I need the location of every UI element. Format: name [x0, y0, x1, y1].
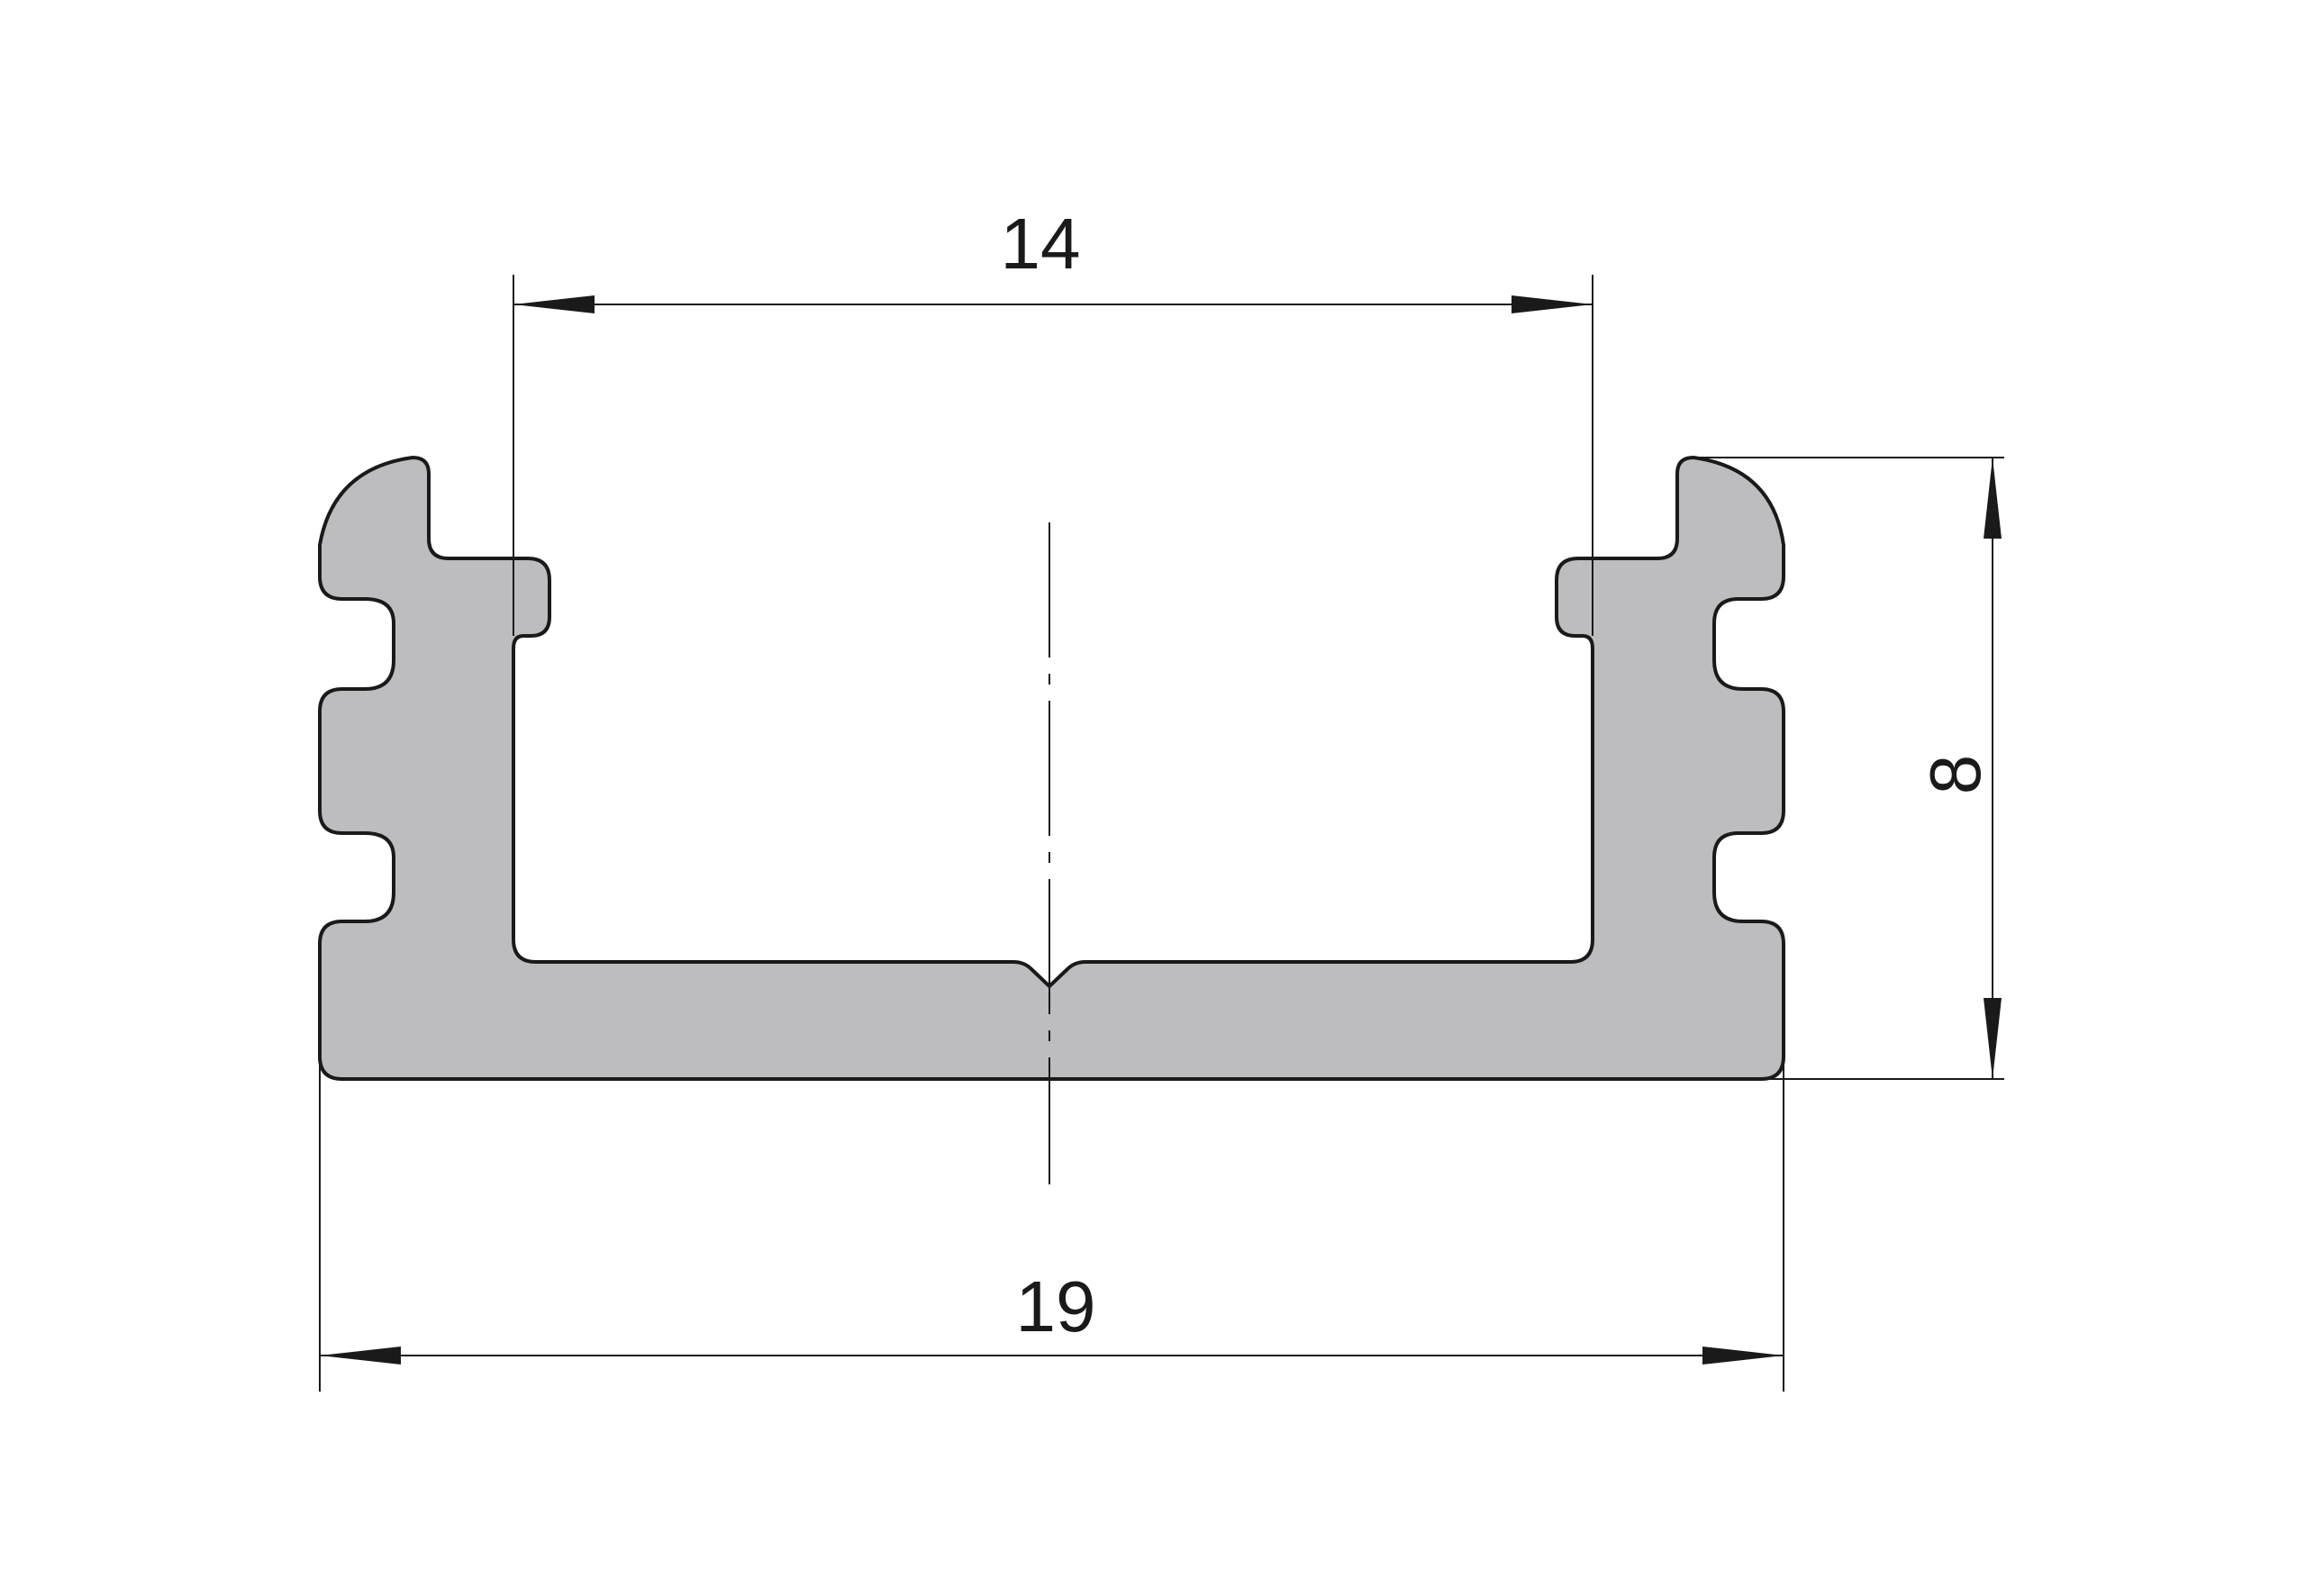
profile-cross-section — [318, 456, 1785, 1081]
dimension-label-inner-width: 14 — [1001, 204, 1081, 284]
dimension-label-outer-width: 19 — [1016, 1266, 1096, 1347]
dimension-label-height: 8 — [1915, 755, 1995, 795]
